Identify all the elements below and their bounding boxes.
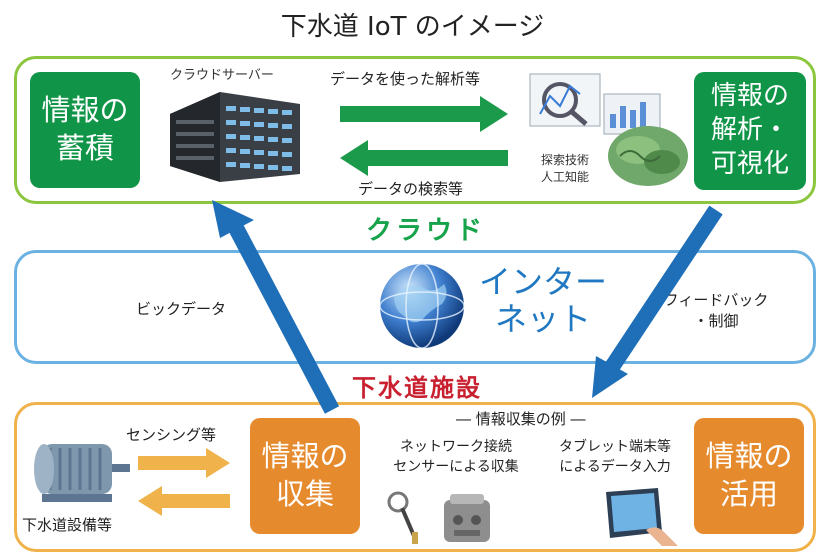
server-caption: クラウドサーバー — [170, 68, 274, 83]
internet-label: インター ネット — [478, 263, 607, 338]
cloud-section-label: クラウド — [366, 216, 487, 246]
network-sensor-icon — [387, 491, 490, 544]
usage-box: 情報の 活用 — [694, 418, 804, 534]
arrow-right-icon — [340, 96, 508, 132]
big-data-label: ビックデータ — [136, 300, 227, 318]
analysis-flow-label: データを使った解析等 — [330, 70, 481, 88]
examples-heading: ― 情報収集の例 ― — [456, 410, 586, 428]
feedback-control-label: フィードバック ・制御 — [663, 291, 769, 330]
tablet-icon — [606, 488, 678, 546]
sewer-facility-panel — [14, 402, 816, 552]
search-flow-label: データの検索等 — [358, 180, 464, 198]
network-sensor-example: ネットワーク接続 センサーによる収集 — [393, 439, 519, 475]
feedback-down-arrow — [592, 205, 723, 398]
analysis-visualization-box: 情報の 解析・ 可視化 — [694, 72, 806, 190]
ai-caption: 探索技術 人工知能 — [540, 153, 589, 184]
sensing-arrow-right-icon — [138, 448, 230, 478]
collection-box: 情報の 収集 — [250, 418, 360, 534]
sensing-arrow-left-icon — [138, 486, 230, 516]
analytics-brain-icon — [529, 73, 688, 186]
tablet-input-example: タブレット端末等 によるデータ入力 — [559, 439, 671, 475]
globe-icon — [379, 263, 465, 349]
bigdata-up-arrow — [212, 200, 340, 414]
page-title: 下水道 IoT のイメージ — [280, 12, 545, 42]
arrow-left-icon — [340, 140, 508, 176]
server-rack-icon — [170, 92, 300, 182]
sewer-equipment-label: 下水道設備等 — [22, 516, 113, 534]
sensing-label: センシング等 — [126, 426, 217, 444]
storage-box: 情報の 蓄積 — [30, 72, 140, 188]
motor-equipment-icon — [34, 444, 130, 502]
cloud-panel — [14, 56, 816, 204]
sewer-section-label: 下水道施設 — [352, 374, 482, 402]
